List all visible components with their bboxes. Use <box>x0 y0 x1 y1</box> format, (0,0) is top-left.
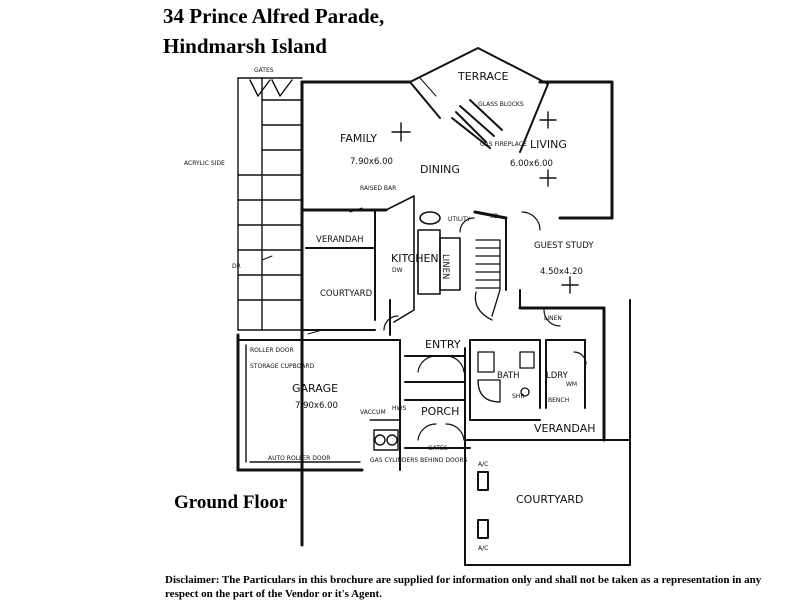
room-kitchen: KITCHEN <box>391 252 439 265</box>
note-ac-top: A/C <box>478 461 488 468</box>
note-acrylic-side: ACRYLIC SIDE <box>184 160 225 167</box>
room-family: FAMILY <box>340 132 377 145</box>
door-swings <box>383 211 587 441</box>
address-line-1: 34 Prince Alfred Parade, <box>163 4 385 28</box>
room-courtyard-left: COURTYARD <box>320 289 373 299</box>
room-family-size: 7.90x6.00 <box>350 157 393 167</box>
note-hws: HWS <box>392 405 406 412</box>
room-porch: PORCH <box>421 405 459 418</box>
note-gates-bottom: GATES <box>428 445 448 452</box>
note-storage-cupboard: STORAGE CUPBOARD <box>250 363 315 370</box>
note-wm: WM <box>566 381 577 388</box>
room-entry: ENTRY <box>425 338 461 351</box>
bathroom-fixtures <box>477 351 535 403</box>
note-glass-blocks: GLASS BLOCKS <box>478 101 524 108</box>
note-linen-small: LINEN <box>544 315 562 322</box>
room-bath: BATH <box>497 371 520 381</box>
kitchen-benches <box>385 195 461 323</box>
ceiling-fans <box>391 111 579 294</box>
note-roller-door: ROLLER DOOR <box>250 347 294 354</box>
note-sd: SD <box>490 213 499 220</box>
note-raised-bar: RAISED BAR <box>360 185 396 192</box>
room-linen: LINEN <box>440 254 450 279</box>
room-guest-study: GUEST STUDY <box>534 241 594 251</box>
floor-label: Ground Floor <box>174 492 288 513</box>
room-garage-size: 7.90x6.00 <box>295 401 338 411</box>
note-gas-cylinders: GAS CYLINDERS BEHIND DOORS <box>370 457 468 464</box>
note-bench: BENCH <box>548 397 569 404</box>
note-utility: UTILITY <box>448 216 471 223</box>
note-ac-bottom: A/C <box>478 545 488 552</box>
note-shr: SHR <box>512 393 525 400</box>
room-living: LIVING <box>530 138 567 151</box>
note-dr: DR <box>232 263 241 270</box>
note-auto-roller-door: AUTO ROLLER DOOR <box>268 455 330 462</box>
disclaimer: Disclaimer: The Particulars in this broc… <box>165 574 762 600</box>
acrylic-side-area <box>237 77 303 331</box>
terrace-outline <box>409 47 549 153</box>
note-gates-top: GATES <box>254 67 274 74</box>
note-vacuum: VACCUM <box>360 409 386 416</box>
room-garage: GARAGE <box>292 382 338 395</box>
room-courtyard-right: COURTYARD <box>516 493 583 506</box>
room-terrace: TERRACE <box>457 70 509 83</box>
room-guest-study-size: 4.50x4.20 <box>540 267 583 277</box>
room-dining: DINING <box>420 163 460 176</box>
interior-walls <box>237 209 586 471</box>
address-line-2: Hindmarsh Island <box>163 34 327 58</box>
room-living-size: 6.00x6.00 <box>510 159 553 169</box>
room-ldry: LDRY <box>546 371 569 381</box>
exterior-walls <box>236 80 614 547</box>
verandah-courtyard <box>464 299 631 566</box>
room-verandah-left: VERANDAH <box>316 235 364 245</box>
dimension-arrows <box>261 77 437 335</box>
staircase <box>474 239 501 321</box>
room-verandah-right: VERANDAH <box>534 422 596 435</box>
garage-fixtures <box>245 344 401 463</box>
note-gas-fire: GAS FIREPLACE <box>480 141 527 148</box>
note-dw: DW <box>392 267 403 274</box>
